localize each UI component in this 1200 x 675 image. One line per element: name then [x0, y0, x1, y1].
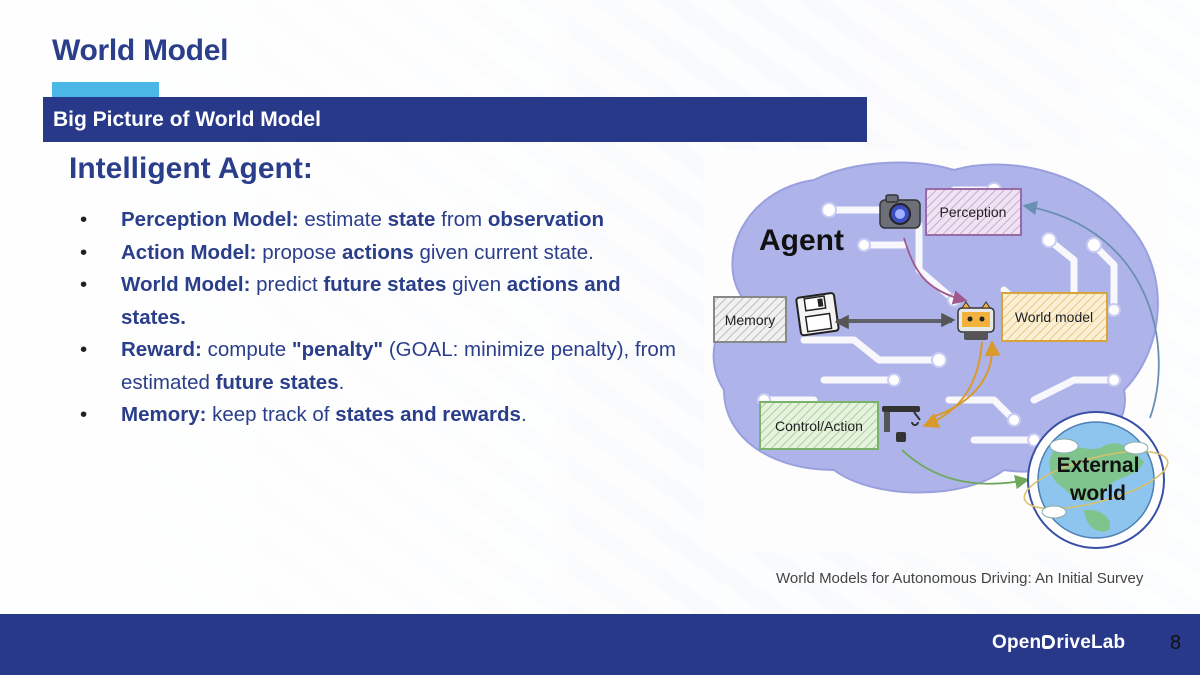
- logo-text-post: riveLab: [1056, 632, 1126, 653]
- action-to-external-arrow: [901, 449, 1030, 490]
- action-to-world-arrow: [929, 340, 1001, 419]
- external-to-perception-arrow: [1022, 200, 1160, 419]
- bullet-bold-text: Perception Model:: [121, 208, 299, 231]
- bullet-bold-text: future states: [215, 370, 339, 394]
- bullet-text: predict: [250, 273, 324, 296]
- external-world-label-line1: External: [1057, 454, 1140, 477]
- bullet-text: propose: [256, 240, 342, 264]
- bullet-bold-text: observation: [487, 208, 605, 231]
- figure-caption: World Models for Autonomous Driving: An …: [776, 570, 1144, 587]
- control-action-box: Control/Action: [759, 401, 879, 450]
- bullet-text: (GOAL: minimize penalty), from estimated: [121, 338, 676, 394]
- bullet-bold-text: Action Model:: [121, 240, 257, 264]
- floppy-disk-icon: [795, 292, 840, 337]
- title-accent-bar: [52, 82, 159, 97]
- bullet-bold-text: actions: [342, 240, 414, 264]
- page-number: 8: [1170, 632, 1182, 654]
- bullet-bold-text: World Model:: [121, 273, 251, 296]
- bullet-text: given: [446, 273, 507, 296]
- footer-bar: [0, 614, 1200, 675]
- camera-icon: [879, 194, 921, 229]
- bullet-text: compute: [201, 338, 292, 361]
- bullet-bold-text: actions and states.: [121, 273, 621, 329]
- section-header: Big Picture of World Model: [43, 97, 867, 142]
- bullet-item: World Model: predict future states given…: [80, 269, 680, 334]
- bullet-item: Perception Model: estimate state from ob…: [80, 204, 680, 237]
- perception-box: Perception: [925, 188, 1022, 236]
- world-to-action-arrow: [922, 341, 983, 429]
- bullet-bold-text: Reward:: [121, 338, 202, 361]
- bullet-item: Memory: keep track of states and rewards…: [80, 399, 680, 432]
- logo-d-icon: [1042, 635, 1056, 649]
- memory-label: Memory: [725, 312, 776, 328]
- memory-box: Memory: [713, 296, 787, 343]
- bullet-bold-text: future states: [323, 273, 447, 296]
- bullet-bold-text: states and rewards: [335, 403, 521, 426]
- world-model-box: World model: [1001, 292, 1108, 342]
- world-model-label: World model: [1015, 309, 1093, 325]
- camera-arrow: [903, 237, 968, 305]
- robot-arm-icon: [882, 406, 921, 442]
- bullet-text: from: [435, 208, 488, 231]
- bullet-text: keep track of: [206, 403, 336, 426]
- bullet-bold-text: "penalty": [291, 338, 384, 361]
- robot-cat-icon: [957, 301, 995, 340]
- slide-title: World Model: [52, 34, 229, 67]
- bullet-bold-text: Memory:: [121, 403, 207, 426]
- agent-label: Agent: [759, 224, 844, 257]
- bullet-text: given current state.: [413, 240, 594, 264]
- logo-text-pre: Open: [992, 632, 1042, 653]
- globe-icon: External world: [1023, 411, 1169, 549]
- perception-label: Perception: [940, 204, 1007, 220]
- bullet-list: Perception Model: estimate state from ob…: [80, 204, 680, 432]
- external-world-label-line2: world: [1069, 482, 1126, 505]
- bullet-bold-text: state: [387, 208, 436, 231]
- content-heading: Intelligent Agent:: [69, 152, 313, 185]
- bullet-text: .: [520, 403, 527, 426]
- bullet-text: estimate: [298, 208, 388, 231]
- control-action-label: Control/Action: [775, 418, 863, 434]
- bullet-text: .: [338, 370, 345, 394]
- opendrivelab-logo: Open riveLab: [992, 632, 1125, 654]
- agent-diagram: Agent Perception Memory: [704, 150, 1170, 552]
- bullet-item: Reward: compute "penalty" (GOAL: minimiz…: [80, 334, 680, 399]
- bullet-item: Action Model: propose actions given curr…: [80, 237, 680, 270]
